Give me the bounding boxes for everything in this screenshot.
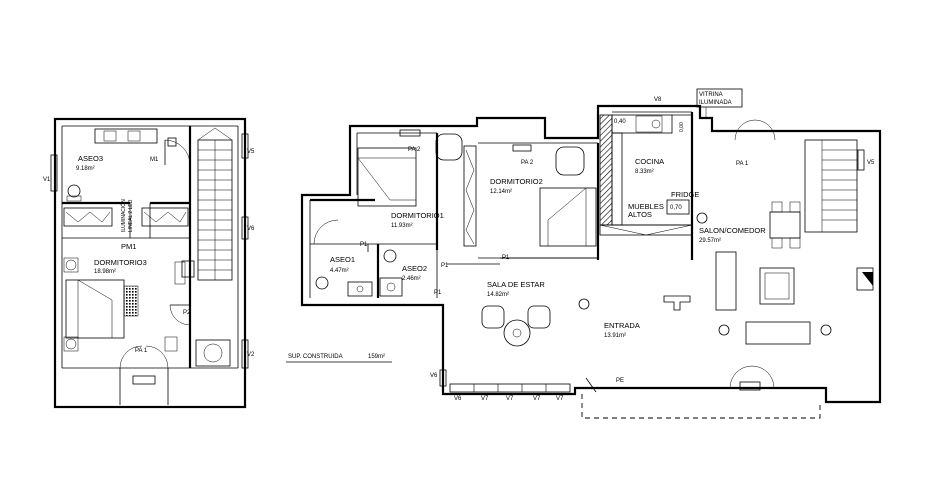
v6-tag-main-b: V6 — [454, 396, 462, 402]
m1-label: M1 — [150, 157, 159, 163]
entrada-label: ENTRADA — [604, 321, 640, 330]
v6-tag-main-a: V6 — [430, 373, 438, 379]
sala-label: SALA DE ESTAR — [487, 280, 545, 289]
pm1-label: PM1 — [121, 242, 136, 251]
salon-area: 29.57m² — [699, 238, 721, 244]
vitrina-label-1: VITRINA — [699, 92, 723, 98]
pa2-tag-b: PA 2 — [521, 160, 534, 166]
pe-tag: PE — [616, 378, 624, 384]
labels-main: DORMITORIO1 11.93m² ASEO1 4.47m² ASEO2 2… — [286, 92, 875, 402]
lineal-led-label: LINEAL 2 LED — [128, 199, 134, 232]
iluminacion-label: ILUMINACIÓN — [120, 199, 127, 232]
labels-upper: ASEO3 9.18m² M1 PM1 DORMITORIO3 18.98m² … — [43, 149, 255, 358]
aseo1-label: ASEO1 — [330, 255, 355, 264]
v1-tag: V1 — [43, 177, 51, 183]
sofa-side — [715, 251, 737, 311]
toilet-aseo1 — [315, 276, 329, 290]
shower-tray — [167, 137, 177, 147]
muebles-label: MUEBLES — [628, 202, 664, 211]
v5-tag-main: V5 — [867, 160, 875, 166]
v8-tag: V8 — [654, 97, 662, 103]
aseo2-area: 2.46m² — [402, 276, 421, 282]
dormitorio2-area: 12.14m² — [490, 189, 512, 195]
main-floor-plan — [181, 88, 882, 419]
v6-tag-upper: V6 — [247, 226, 255, 232]
salon-label: SALON/COMEDOR — [699, 226, 766, 235]
desk-chair-2 — [555, 146, 585, 176]
p1-tag-b: P1 — [441, 263, 449, 269]
dormitorio1-label: DORMITORIO1 — [391, 211, 444, 220]
sofa-bottom — [745, 321, 811, 345]
wardrobe-hall — [463, 145, 477, 247]
fridge-label: FRIDGE — [671, 190, 699, 199]
cocina-label: COCINA — [635, 157, 664, 166]
dormitorio1-area: 11.93m² — [391, 223, 413, 229]
vitrina-box — [696, 88, 743, 108]
toilet — [67, 184, 81, 198]
desk-chair-1 — [435, 133, 463, 161]
v7-tag-d: V7 — [556, 396, 564, 402]
wardrobe-left — [63, 207, 113, 227]
pa2-tag-a: PA 2 — [408, 147, 421, 153]
aseo2-label: ASEO2 — [402, 264, 427, 273]
wardrobe-right — [141, 207, 189, 227]
dormitorio2-label: DORMITORIO2 — [490, 177, 543, 186]
kitchen-wall-hatch — [599, 114, 613, 226]
sup-construida-value: 159m² — [368, 354, 385, 360]
sup-construida-label: SUP. CONSTRUIDA — [288, 354, 343, 360]
altos-label: ALTOS — [628, 210, 652, 219]
vanity-counter — [94, 128, 158, 144]
upper-floor-outline — [53, 117, 247, 409]
aseo3-label: ASEO3 — [78, 154, 103, 163]
rug — [123, 285, 139, 317]
fridge-box — [666, 199, 690, 215]
v7-tag-c: V7 — [533, 396, 541, 402]
bed-dormitorio2 — [539, 187, 597, 247]
aseo3-area: 9.18m² — [76, 166, 95, 172]
p2-label: P2 — [183, 310, 191, 316]
v2-tag: V2 — [247, 352, 255, 358]
coffee-table — [759, 267, 795, 305]
round-table — [503, 319, 531, 347]
p1-tag-d: P1 — [434, 290, 442, 296]
cocina-area: 8.33m² — [635, 169, 654, 175]
aseo1-area: 4.47m² — [330, 268, 349, 274]
vitrina-label-2: ILUMINADA — [699, 100, 732, 106]
dormitorio3-label: DORMITORIO3 — [94, 258, 147, 267]
upper-floor-plan — [50, 117, 249, 409]
main-floor-outline — [300, 104, 882, 404]
p1-tag-a: P1 — [360, 242, 368, 248]
v7-tag-a: V7 — [481, 396, 489, 402]
toilet-aseo2 — [383, 249, 397, 263]
v5-tag-upper: V5 — [247, 149, 255, 155]
bed-dormitorio3 — [65, 279, 125, 339]
dim-040: 0,40 — [614, 119, 626, 125]
entrada-area: 13.91m² — [604, 333, 626, 339]
dim-000: 0,00 — [679, 122, 685, 132]
sala-area: 14.82m² — [487, 292, 509, 298]
bed-dormitorio1 — [357, 147, 417, 207]
dormitorio3-area: 18.98m² — [94, 269, 116, 275]
pa1-left-label: PA 1 — [135, 348, 148, 354]
stair-main — [804, 139, 858, 233]
p1-tag-c: P1 — [502, 255, 510, 261]
v7-tag-b: V7 — [506, 396, 514, 402]
dim-070: 0,70 — [670, 205, 682, 211]
dining-table — [769, 211, 801, 239]
pa1-right-tag: PA 1 — [736, 161, 749, 167]
